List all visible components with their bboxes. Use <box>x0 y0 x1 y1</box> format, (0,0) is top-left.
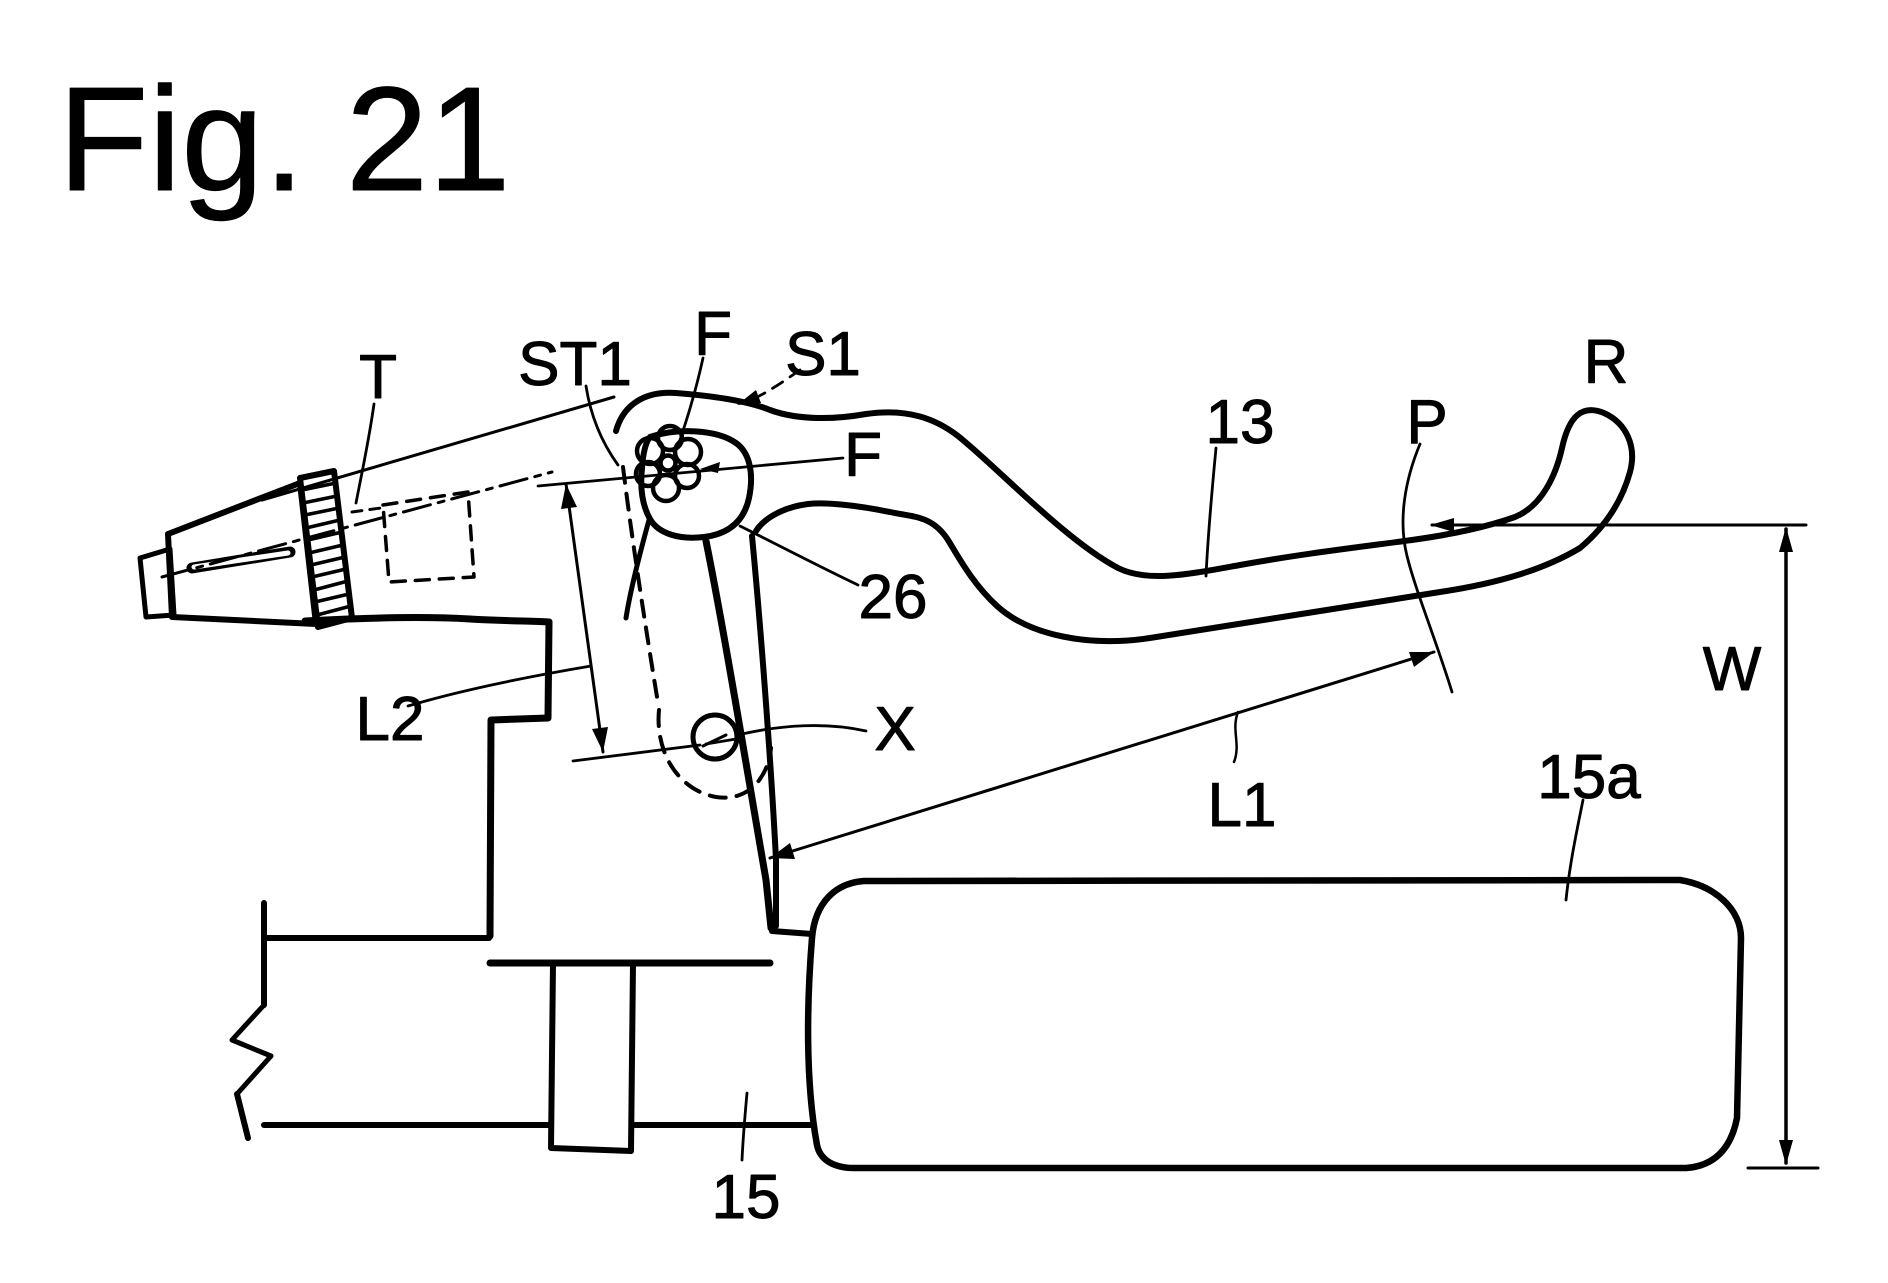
l1-arrow-lower <box>770 843 795 859</box>
bracket-right-step <box>486 618 553 940</box>
leader-13 <box>1204 446 1218 578</box>
label-x: X <box>874 695 915 764</box>
star-petal-6 <box>672 461 702 491</box>
w-arrow-top <box>1779 527 1793 552</box>
label-st1: ST1 <box>518 330 632 399</box>
bracket-tail-right-line <box>749 533 779 929</box>
l2-dimension-line <box>564 482 605 754</box>
leader-st1 <box>584 384 620 467</box>
star-center <box>658 453 678 473</box>
grip-body <box>804 876 1745 1172</box>
lever-arm-upper-line <box>260 395 616 502</box>
handlebar-break-zigzag <box>229 1002 274 1097</box>
axis-centerline <box>160 470 554 579</box>
bracket-top-edge <box>301 614 553 626</box>
l1-dimension-line <box>768 650 1436 860</box>
label-13: 13 <box>1206 388 1275 457</box>
label-f-top: F <box>694 300 732 369</box>
phantom-swing-arc-dashed <box>656 708 773 800</box>
f-leader-arrowhead <box>700 462 720 473</box>
leader-p <box>1401 442 1454 694</box>
serrated-star-washer <box>633 423 704 504</box>
leader-15a <box>1564 798 1585 902</box>
label-s1: S1 <box>785 320 861 389</box>
knurl-ribs <box>300 481 353 617</box>
phantom-lever-dashed-line <box>621 465 660 705</box>
x-axis-extension-line <box>571 737 738 763</box>
w-ref-arrow-left <box>1430 518 1454 532</box>
pivot-housing <box>638 428 755 541</box>
leader-s1-dashed <box>744 368 802 404</box>
pivot-x-circle <box>690 712 740 762</box>
lever-top-edge <box>613 389 1636 645</box>
label-l2: L2 <box>356 685 425 754</box>
leader-x <box>740 724 868 736</box>
l1-arrow-upper <box>1409 652 1434 667</box>
w-arrow-bottom <box>1779 1140 1793 1165</box>
bracket-tail-left-line <box>702 537 775 932</box>
f-axis-extension-line <box>536 456 845 488</box>
label-15a: 15a <box>1537 743 1641 812</box>
leader-l2 <box>406 664 593 708</box>
leader-f-top <box>676 356 705 448</box>
leader-15 <box>740 1091 749 1162</box>
clamp-bolt-housing <box>548 960 636 1154</box>
figure-title: Fig. 21 <box>58 57 510 222</box>
label-15: 15 <box>712 1163 781 1232</box>
l2-arrow-bottom <box>592 727 608 752</box>
label-t: T <box>359 343 397 412</box>
label-l1: L1 <box>1208 771 1277 840</box>
l1-wavy-leader <box>1232 710 1240 764</box>
label-w: W <box>1703 635 1762 704</box>
label-26: 26 <box>859 563 928 632</box>
leader-t <box>354 402 376 505</box>
l2-arrow-top <box>561 484 577 509</box>
ring-to-box-dash <box>350 506 383 514</box>
bracket-tail-step <box>769 928 815 937</box>
hidden-boss-dashed-box <box>381 490 476 584</box>
leader-26 <box>738 524 860 587</box>
leader-s1-arrowhead <box>737 390 761 405</box>
housing-lower-left-curve <box>623 517 652 621</box>
label-p: P <box>1406 388 1447 457</box>
handlebar-left-end-lower <box>234 1091 251 1141</box>
label-f-right: F <box>844 421 882 490</box>
label-r: R <box>1584 328 1629 397</box>
